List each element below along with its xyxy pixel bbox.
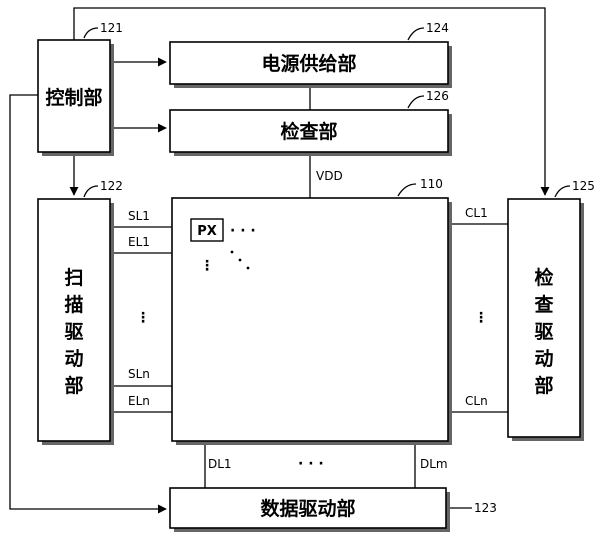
scan-driver-vtext-char: 扫	[64, 266, 83, 289]
scan-driver-vtext-char: 部	[64, 374, 83, 397]
inspect-driver-vtext-char: 动	[534, 348, 553, 370]
leader-121	[84, 28, 98, 38]
ref-121: 121	[100, 21, 123, 35]
scan-driver-vtext-char: 描	[64, 293, 83, 316]
ref-124: 124	[426, 21, 449, 35]
panel-ellipsis-horizontal: · · ·	[230, 223, 256, 239]
ref-125: 125	[572, 179, 595, 193]
display-panel-block: PX	[172, 198, 452, 445]
data-driver-block: 数据驱动部	[170, 488, 450, 532]
ref-110: 110	[420, 177, 443, 191]
leader-125	[555, 186, 570, 197]
data-lines-ellipsis: · · ·	[298, 456, 324, 472]
inspection-block: 检查部	[170, 110, 452, 156]
inspect-driver-vtext-char: 查	[533, 293, 554, 316]
scan-driver-vtext-char: 动	[64, 348, 83, 370]
inspect-driver-block	[508, 199, 584, 441]
leader-110	[398, 184, 416, 196]
signal-el1: EL1	[128, 235, 150, 249]
leader-122	[84, 186, 98, 197]
ref-126: 126	[426, 89, 449, 103]
scan-driver-vtext-char: 驱	[64, 321, 83, 343]
scan-driver-label: 扫描驱动部	[64, 266, 83, 397]
inspect-driver-vtext-char: 驱	[534, 321, 553, 343]
power-supply-block: 电源供给部	[170, 42, 452, 88]
inspect-driver-label: 检查驱动部	[533, 266, 554, 397]
signal-cln: CLn	[465, 394, 488, 408]
ref-123: 123	[474, 501, 497, 515]
signal-vdd: VDD	[316, 169, 343, 183]
signal-sl1: SL1	[128, 209, 150, 223]
leader-126	[408, 96, 424, 108]
leader-124	[408, 28, 424, 40]
scan-lines-ellipsis: ⋮	[136, 310, 150, 326]
signal-dlm: DLm	[420, 457, 448, 471]
signal-sln: SLn	[128, 367, 150, 381]
control-label: 控制部	[45, 86, 102, 109]
inspection-lines-ellipsis: ⋮	[474, 310, 488, 326]
power-supply-label: 电源供给部	[261, 52, 356, 75]
pixel-label: PX	[197, 224, 217, 239]
control-block: 控制部	[38, 40, 114, 156]
signal-eln: ELn	[128, 394, 150, 408]
data-driver-label: 数据驱动部	[260, 497, 355, 520]
signal-dl1: DL1	[208, 457, 232, 471]
signal-cl1: CL1	[465, 206, 488, 220]
inspect-driver-vtext-char: 部	[534, 374, 553, 397]
panel-ellipsis-vertical: ⋮	[200, 258, 214, 274]
inspection-label: 检查部	[280, 120, 337, 143]
ref-122: 122	[100, 179, 123, 193]
inspect-driver-vtext-char: 检	[534, 266, 553, 289]
